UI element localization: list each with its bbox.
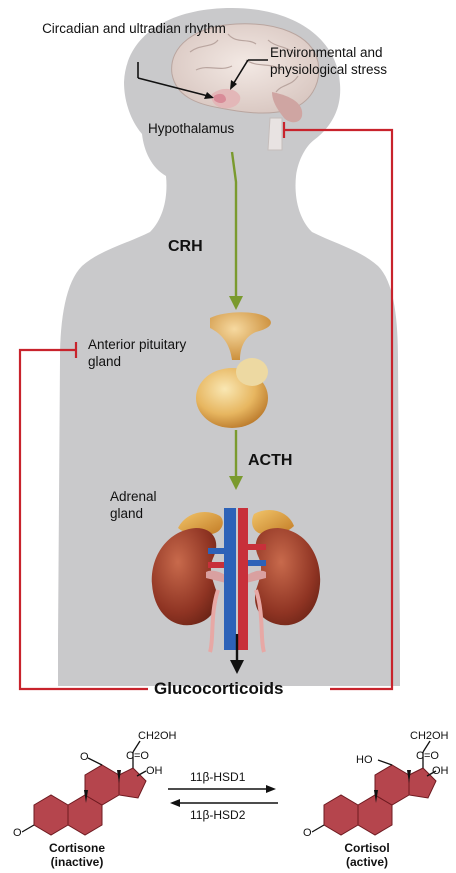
cortisol-c11-ho: HO [356,754,373,766]
stress-label: Environmental and physiological stress [270,44,448,78]
cortisol-ch2oh: CH2OH [410,730,449,742]
cortisone-keto: C=O [126,750,149,762]
hypothalamus-label: Hypothalamus [148,121,234,136]
cortisol-oh: OH [432,765,449,777]
cortisol-c3-o: O [303,827,312,839]
cortisone-c3-o: O [13,827,22,839]
cortisone-state: (inactive) [42,855,112,869]
cortisone-oh: OH [146,765,163,777]
cortisone-c11-o: O [80,751,89,763]
reaction-arrows [168,785,278,807]
adrenal-label: Adrenal gland [110,488,170,522]
cortisone-name: Cortisone [42,841,112,855]
cortisol-state: (active) [332,855,402,869]
enzyme-11b-hsd2-label: 11β-HSD2 [190,808,245,822]
cortisol-name: Cortisol [332,841,402,855]
acth-label: ACTH [248,452,292,470]
cortisol-keto: C=O [416,750,439,762]
glucocorticoids-label: Glucocorticoids [154,679,283,699]
cortisone-ch2oh: CH2OH [138,730,177,742]
crh-label: CRH [168,238,203,256]
enzyme-11b-hsd1-label: 11β-HSD1 [190,770,245,784]
pituitary-label: Anterior pituitary gland [88,336,218,370]
rhythm-label: Circadian and ultradian rhythm [34,21,234,37]
